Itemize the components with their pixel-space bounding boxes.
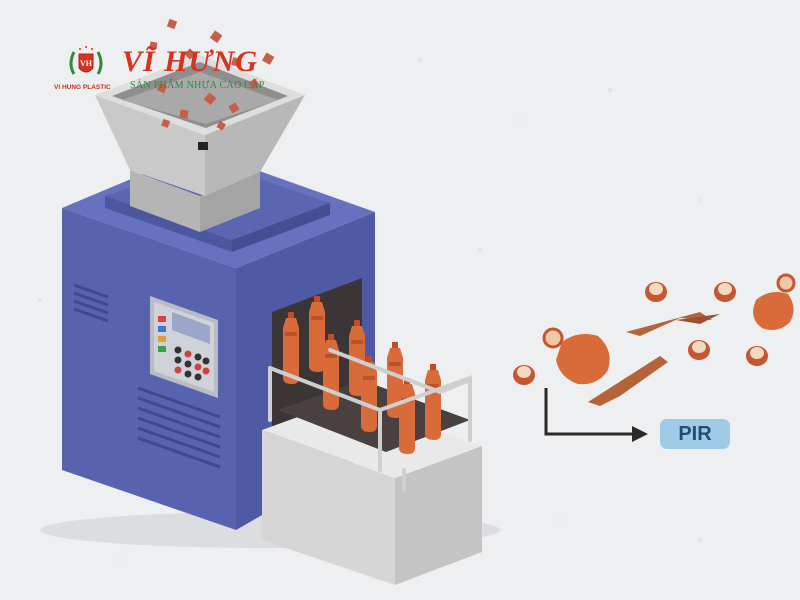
output-label-pir: PIR bbox=[660, 419, 730, 449]
bottle-cap-icon bbox=[746, 346, 768, 366]
laurel-seal-icon: VH bbox=[69, 46, 103, 75]
bottle-cap-icon bbox=[688, 340, 710, 360]
bottle-cap-icon bbox=[645, 282, 667, 302]
bottle-icon bbox=[283, 312, 299, 384]
bottle-icon bbox=[361, 356, 377, 432]
machine-vents bbox=[73, 283, 221, 469]
bottle-icon bbox=[399, 378, 415, 454]
seal-text: VH bbox=[80, 59, 93, 68]
brand-logo: VH VĨ HƯNG SẢN PHẨM NHỰA CAO CẤP VI HUNG… bbox=[54, 44, 288, 98]
bottle-cap-icon bbox=[513, 365, 535, 385]
company-name: VI HUNG PLASTIC bbox=[54, 84, 111, 91]
brand-name: VĨ HƯNG bbox=[122, 45, 259, 78]
plastic-shard bbox=[676, 314, 720, 324]
bottle-cap-icon bbox=[714, 282, 736, 302]
plastic-shard bbox=[588, 356, 668, 406]
plastic-flakes bbox=[149, 18, 275, 131]
conveyor-rails bbox=[268, 348, 472, 492]
plastic-shard bbox=[626, 312, 712, 336]
bottle-icon bbox=[425, 364, 441, 440]
brand-tagline: SẢN PHẨM NHỰA CAO CẤP bbox=[130, 80, 265, 91]
background-texture bbox=[38, 58, 702, 562]
bottle-icon bbox=[309, 296, 325, 372]
arrow-icon bbox=[544, 388, 648, 442]
bottle-fragments bbox=[513, 273, 796, 406]
bottle-icon bbox=[323, 334, 339, 410]
bottle-fragment-icon bbox=[542, 327, 610, 385]
control-panel-icon bbox=[150, 296, 218, 398]
hopper bbox=[95, 55, 305, 232]
bottle-fragment-icon bbox=[753, 273, 796, 330]
